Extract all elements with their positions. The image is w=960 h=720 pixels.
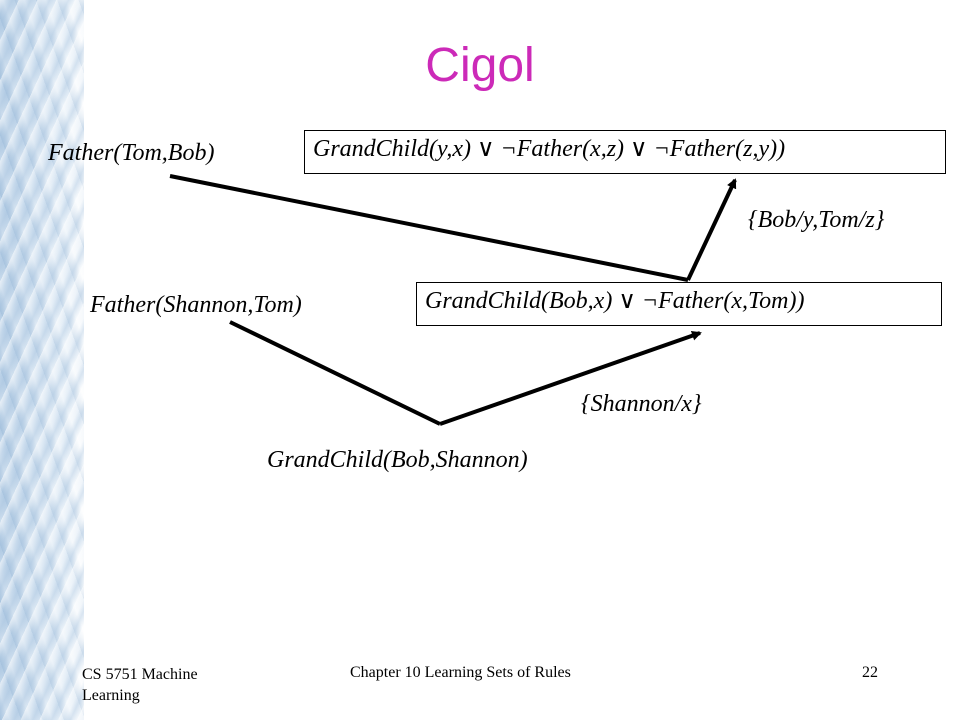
footer-chapter: Chapter 10 Learning Sets of Rules (350, 664, 571, 681)
clause-grandchild-general-text: GrandChild(y,x) ∨ ¬Father(x,z) ∨ ¬Father… (313, 136, 786, 162)
slide-title: Cigol (425, 39, 535, 92)
line-father-shannon-tom-to-join (229, 320, 441, 426)
substitution-bottom: {Shannon/x} (581, 391, 702, 417)
marble-sidebar (0, 0, 84, 720)
clause-grandchild-general: GrandChild(y,x) ∨ ¬Father(x,z) ∨ ¬Father… (304, 130, 946, 174)
arrow-join-to-grandchild-bob-x (439, 330, 702, 426)
footer-page-number: 22 (862, 664, 878, 681)
arrow-join-to-grandchild-general (686, 178, 737, 281)
clause-grandchild-bob-x-text: GrandChild(Bob,x) ∨ ¬Father(x,Tom)) (425, 288, 805, 314)
footer-course: CS 5751 Machine Learning (82, 666, 198, 704)
clause-grandchild-bob-x: GrandChild(Bob,x) ∨ ¬Father(x,Tom)) (416, 282, 942, 326)
clause-father-shannon-tom: Father(Shannon,Tom) (90, 292, 302, 318)
clause-grandchild-bob-shannon: GrandChild(Bob,Shannon) (267, 447, 528, 473)
line-father-tom-bob-to-join (169, 174, 689, 282)
clause-father-tom-bob: Father(Tom,Bob) (48, 140, 215, 166)
substitution-top: {Bob/y,Tom/z} (748, 207, 885, 233)
